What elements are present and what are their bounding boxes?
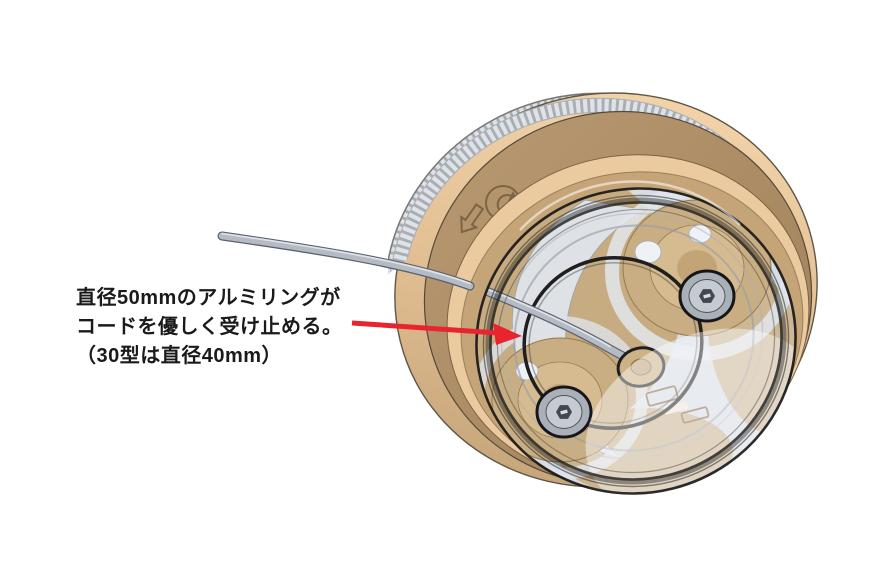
inner-ribs: [645, 385, 710, 424]
annotation-text: 直径50mmのアルミリングが コードを優しく受け止める。 （30型は直径40mm…: [76, 284, 386, 371]
annotation-line-1: 直径50mmのアルミリングが: [76, 287, 341, 309]
cord-outside: [217, 231, 475, 291]
annotation-line-2: コードを優しく受け止める。: [76, 316, 343, 338]
annotation-line-3: （30型は直径40mm）: [76, 345, 283, 367]
arrow-emboss-icon: [460, 203, 485, 234]
hex-screw-upper: [678, 269, 736, 323]
callout-arrow: [351, 320, 522, 345]
spring-arcs: [500, 212, 764, 460]
hex-screw-lower: [535, 385, 593, 439]
cover-rim-rings: [475, 180, 797, 495]
center-hub: [616, 346, 666, 388]
aluminum-ring: [522, 256, 704, 430]
knurled-ring-teeth: [388, 97, 762, 274]
